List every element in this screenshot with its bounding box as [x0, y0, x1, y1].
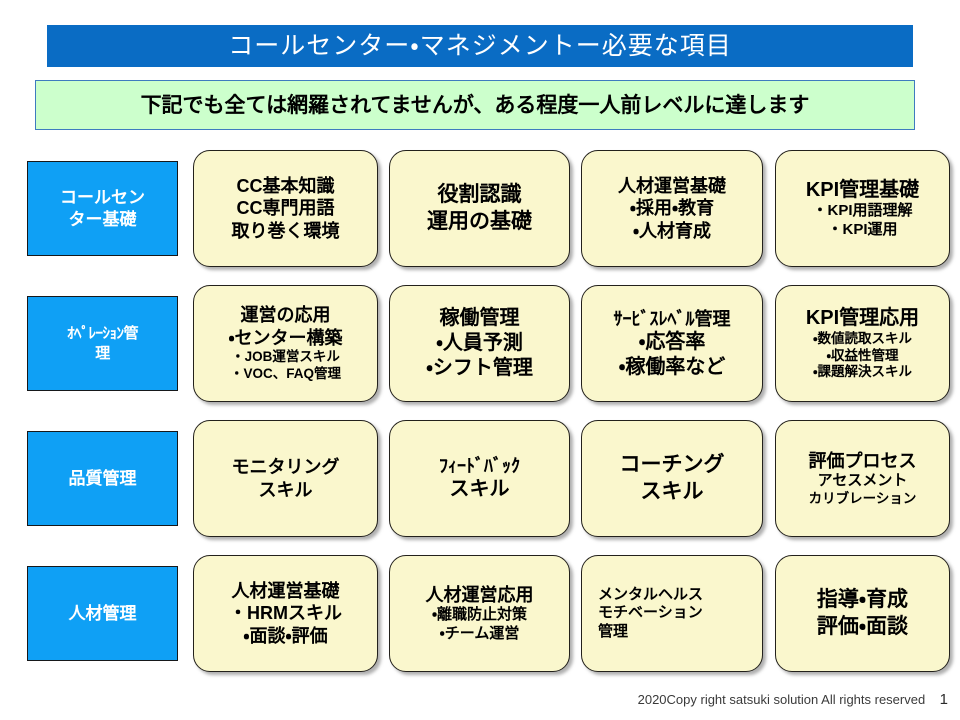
subtitle-text: 下記でも全ては網羅されてませんが、ある程度一人前レベルに達します: [140, 93, 810, 117]
topic-card[interactable]: ｻｰﾋﾞｽﾚﾍﾞﾙ管理・応答率・稼働率など: [581, 285, 763, 402]
slide-footer: 2020Copy right satsuki solution All righ…: [0, 691, 960, 709]
topic-card[interactable]: 役割認識運用の基礎: [389, 150, 570, 267]
topic-card-line: CC専門用語: [236, 198, 335, 219]
topic-card-line: カリブレーション: [808, 490, 917, 506]
topic-card[interactable]: 稼働管理・人員予測・シフト管理: [389, 285, 570, 402]
topic-card-line: ・離職防止対策: [431, 606, 528, 624]
topic-card[interactable]: ﾌｨｰﾄﾞﾊﾞｯｸスキル: [389, 420, 570, 537]
topic-card[interactable]: 人材運営基礎・HRMスキル・面談・評価: [193, 555, 378, 672]
topic-card[interactable]: 運営の応用・センター構築・JOB運営スキル・VOC、FAQ管理: [193, 285, 378, 402]
topic-card[interactable]: 人材運営基礎・採用・教育・人材育成: [581, 150, 763, 267]
topic-card[interactable]: KPI管理応用・数値読取スキル・収益性管理・課題解決スキル: [775, 285, 950, 402]
topic-card-line: KPI管理基礎: [805, 178, 920, 201]
topic-card-line: 指導・育成: [816, 588, 909, 612]
topic-card-line: アセスメント: [817, 471, 908, 489]
topic-card[interactable]: 人材運営応用・離職防止対策・チーム運営: [389, 555, 570, 672]
topic-card-line: ﾌｨｰﾄﾞﾊﾞｯｸ: [439, 455, 520, 476]
topic-card-line: スキル: [258, 479, 313, 500]
topic-card-line: ・稼働率など: [618, 355, 726, 378]
topic-card-line: コーチング: [619, 453, 725, 477]
page-title: コールセンター・マネジメントー必要な項目: [228, 31, 732, 60]
category-label: 人材管理: [68, 603, 137, 623]
category-label: 品質管理: [68, 468, 137, 488]
page-number: 1: [939, 691, 948, 708]
topic-card-line: CC基本知識: [236, 176, 335, 197]
topic-card[interactable]: メンタルヘルスモチベーション管理: [581, 555, 763, 672]
topic-card-line: 人材運営応用: [425, 584, 534, 605]
topic-card[interactable]: 評価プロセスアセスメントカリブレーション: [775, 420, 950, 537]
topic-card-line: 運営の応用: [240, 305, 331, 326]
topic-card-line: 評価・面談: [816, 614, 909, 638]
topic-card-line: ・人員予測: [436, 332, 523, 355]
matrix-row: ｵﾍﾟﾚｰｼｮﾝ管理 運営の応用・センター構築・JOB運営スキル・VOC、FAQ管…: [0, 285, 960, 402]
topic-card[interactable]: コーチングスキル: [581, 420, 763, 537]
topic-card-line: スキル: [449, 478, 510, 501]
topic-card-line: 評価プロセス: [808, 450, 917, 471]
matrix-row: 品質管理モニタリングスキルﾌｨｰﾄﾞﾊﾞｯｸスキルコーチングスキル評価プロセスア…: [0, 420, 960, 537]
category-box[interactable]: 人材管理: [27, 566, 178, 661]
topic-card-line: ・シフト管理: [426, 356, 533, 379]
category-box[interactable]: コールセンター基礎: [27, 161, 178, 256]
topic-card-line: ・面談・評価: [243, 625, 328, 646]
subtitle-banner: 下記でも全ては網羅されてませんが、ある程度一人前レベルに達します: [35, 80, 915, 130]
matrix-row: 人材管理人材運営基礎・HRMスキル・面談・評価人材運営応用・離職防止対策・チーム…: [0, 555, 960, 672]
topic-card-line: 人材運営基礎: [618, 176, 726, 197]
topic-card-line: モニタリング: [231, 457, 340, 478]
topic-card-line: ・チーム運営: [439, 624, 520, 642]
topic-card-line: 運用の基礎: [427, 209, 532, 233]
topic-card-line: ・課題解決スキル: [812, 364, 913, 380]
category-box[interactable]: 品質管理: [27, 431, 178, 526]
topic-card-line: 役割認識: [437, 183, 522, 207]
topic-card-line: 取り巻く環境: [231, 220, 340, 241]
topic-card-line: モチベーション: [598, 604, 703, 622]
category-box[interactable]: ｵﾍﾟﾚｰｼｮﾝ管理: [27, 296, 178, 391]
topic-card-line: メンタルヘルス: [598, 585, 704, 603]
category-label: コールセンター基礎: [60, 187, 145, 229]
topic-card[interactable]: KPI管理基礎・KPI用語理解・KPI運用: [775, 150, 950, 267]
topic-card-line: ・センター構築: [228, 327, 343, 348]
topic-card-line: ｻｰﾋﾞｽﾚﾍﾞﾙ管理: [613, 308, 731, 329]
topic-card-line: 稼働管理: [439, 307, 520, 330]
topic-card-line: ・数値読取スキル: [812, 330, 913, 346]
topic-card-line: ・人材育成: [632, 220, 712, 241]
topic-card-line: 管理: [598, 622, 629, 640]
topic-card-line: ・KPI運用: [827, 220, 898, 238]
topic-card-line: ・採用・教育: [629, 198, 715, 219]
topic-card[interactable]: 指導・育成評価・面談: [775, 555, 950, 672]
copyright-text: 2020Copy right satsuki solution All righ…: [637, 692, 926, 707]
topic-card-line: ・KPI用語理解: [812, 202, 913, 220]
topic-card-line: ・HRMスキル: [229, 603, 342, 624]
topic-card-line: ・収益性管理: [826, 347, 899, 363]
slide-title-bar: コールセンター・マネジメントー必要な項目: [47, 25, 913, 67]
topic-card-line: KPI管理応用: [805, 307, 920, 329]
topic-card-line: スキル: [640, 479, 704, 503]
topic-card[interactable]: モニタリングスキル: [193, 420, 378, 537]
topic-card-line: ・応答率: [638, 330, 706, 353]
topic-card-line: 人材運営基礎: [231, 581, 340, 602]
topic-card-line: ・JOB運営スキル: [231, 349, 340, 365]
topic-card-line: ・VOC、FAQ管理: [229, 365, 341, 381]
category-label: ｵﾍﾟﾚｰｼｮﾝ管理: [66, 325, 139, 362]
